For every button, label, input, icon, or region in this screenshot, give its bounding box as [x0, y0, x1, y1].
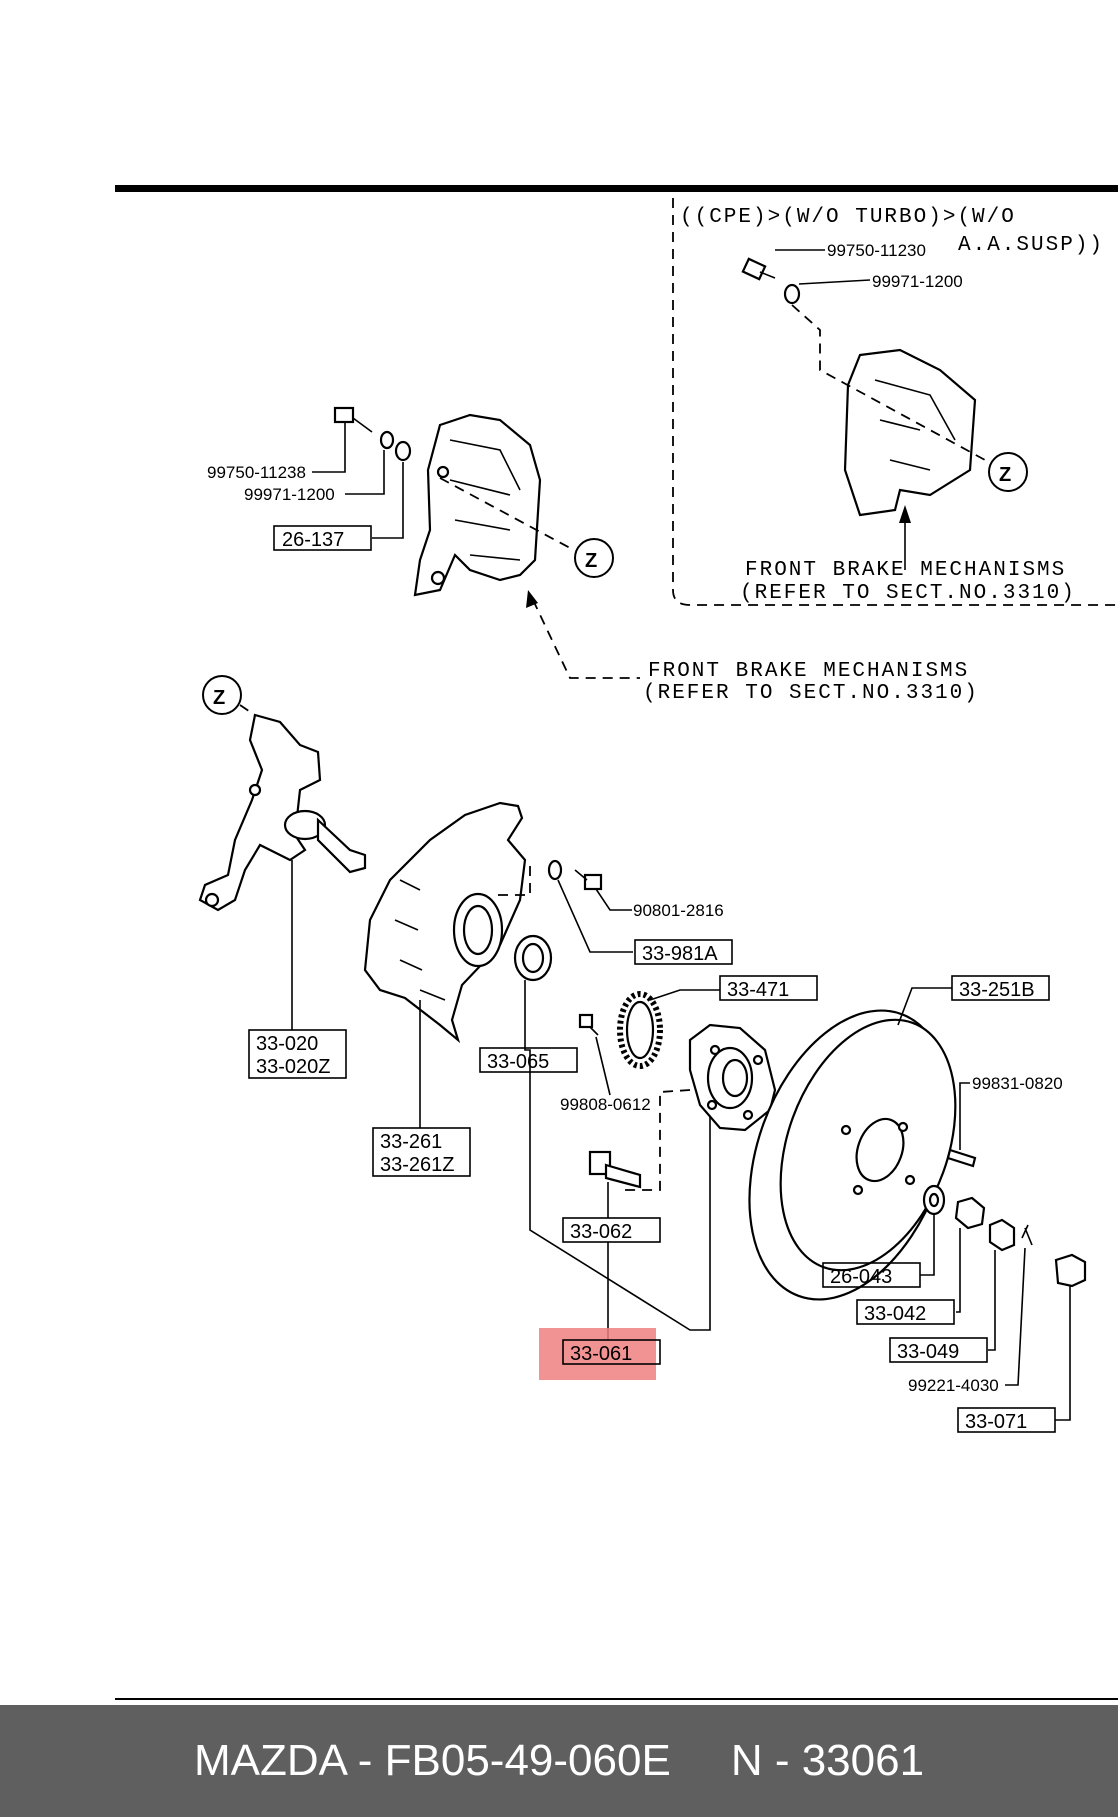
label-33-981A: 33-981A	[642, 943, 718, 965]
inset-note-line1: ((CPE)>(W/O TURBO)>(W/O	[680, 206, 1016, 229]
label-99750-11230: 99750-11230	[827, 241, 926, 260]
grease-cap	[1054, 1253, 1087, 1288]
hub-bolt	[588, 1150, 642, 1189]
dust-shield	[363, 801, 527, 1044]
lock-nut-cap	[988, 1218, 1016, 1252]
top-rule	[115, 185, 1118, 192]
label-box-33-062	[562, 1217, 661, 1243]
label-33-062: 33-062	[570, 1221, 632, 1243]
brake-ref-line1: FRONT BRAKE MECHANISMS	[648, 660, 969, 683]
label-box-33-065	[479, 1047, 578, 1073]
label-33-471: 33-471	[727, 979, 789, 1001]
label-box-33-981A	[634, 939, 733, 965]
label-99971-1200: 99971-1200	[244, 485, 335, 504]
label-33-042: 33-042	[864, 1303, 926, 1325]
svg-text:Z: Z	[999, 464, 1011, 486]
label-33-261Z: 33-261Z	[380, 1154, 455, 1176]
inset-bolt	[741, 257, 776, 281]
footer-part-number: MAZDA - FB05-49-060E	[193, 1736, 671, 1785]
caliper-ref-marker	[574, 538, 614, 578]
label-90801-2816: 90801-2816	[633, 901, 724, 920]
shield-bolt	[574, 869, 603, 891]
label-box-26-137	[273, 525, 372, 551]
label-33-251B: 33-251B	[959, 979, 1035, 1001]
brake-ref-line2: (REFER TO SECT.NO.3310)	[643, 682, 979, 705]
cotter-pin	[1021, 1224, 1033, 1246]
steering-knuckle	[198, 713, 322, 912]
svg-text:Z: Z	[213, 687, 225, 709]
inset-ref-marker	[988, 452, 1028, 492]
highlight-33-061	[539, 1328, 656, 1380]
caliper-bolt	[333, 406, 373, 433]
inset-brake-ref-line1: FRONT BRAKE MECHANISMS	[745, 559, 1066, 582]
label-26-043: 26-043	[830, 1266, 892, 1288]
brake-caliper	[413, 413, 542, 597]
label-99808-0612: 99808-0612	[560, 1095, 651, 1114]
label-box-33-071	[957, 1407, 1056, 1433]
small-bolt	[578, 1013, 599, 1036]
label-box-33-049	[889, 1337, 988, 1363]
bottom-rule	[115, 1698, 1118, 1700]
parts-diagram: ((CPE)>(W/O TURBO)>(W/O A.A.SUSP)) 99750…	[115, 185, 1118, 1700]
svg-text:Z: Z	[585, 550, 597, 572]
shield-washer	[547, 859, 563, 881]
label-box-33-020	[248, 1029, 347, 1079]
inset-brake-caliper	[843, 348, 977, 517]
label-33-049: 33-049	[897, 1341, 959, 1363]
knuckle-ref-marker	[202, 675, 242, 715]
label-box-33-061	[562, 1339, 661, 1365]
label-33-261: 33-261	[380, 1131, 442, 1153]
inset-border	[672, 198, 1118, 606]
label-99221-4030: 99221-4030	[908, 1376, 999, 1395]
footer-bar: MAZDA - FB05-49-060E N - 33061	[0, 1705, 1118, 1817]
label-box-33-042	[856, 1299, 955, 1325]
inset-brake-ref-line2: (REFER TO SECT.NO.3310)	[740, 582, 1076, 605]
label-33-071: 33-071	[965, 1411, 1027, 1433]
inset-note-line2: A.A.SUSP))	[958, 234, 1104, 257]
label-box-33-251B	[951, 975, 1050, 1001]
label-99831-0820: 99831-0820	[972, 1074, 1063, 1093]
label-33-061: 33-061	[570, 1343, 632, 1365]
label-33-020: 33-020	[256, 1033, 318, 1055]
label-box-33-261	[372, 1127, 471, 1177]
caliper-washer-1	[379, 430, 395, 450]
hub-nut	[954, 1196, 986, 1230]
inset-washer	[783, 283, 801, 305]
disc-stud	[946, 1148, 977, 1168]
footer-diagram-number: N - 33061	[730, 1736, 925, 1785]
label-26-137: 26-137	[282, 529, 344, 551]
label-99971-1200-inset: 99971-1200	[872, 272, 963, 291]
label-box-33-471	[719, 975, 818, 1001]
label-99750-11238: 99750-11238	[207, 463, 306, 482]
label-33-065: 33-065	[487, 1051, 549, 1073]
label-33-020Z: 33-020Z	[256, 1056, 331, 1078]
caliper-washer-2	[394, 440, 412, 462]
label-box-26-043	[822, 1262, 921, 1288]
